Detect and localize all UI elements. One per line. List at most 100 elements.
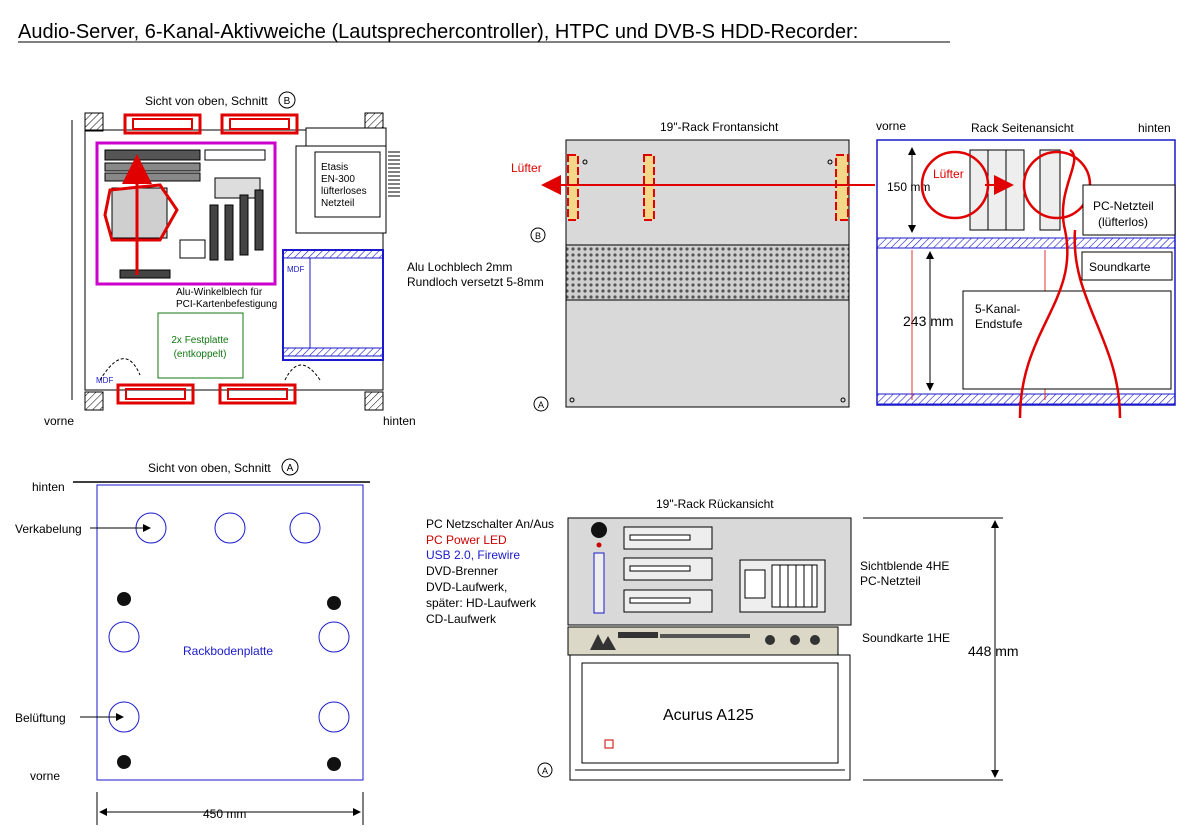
side-dim-top-label: 150 mm: [887, 180, 930, 194]
front-fan-mid: [643, 154, 655, 221]
front-panel-top: [565, 139, 850, 246]
rear-soundcard-logo: [590, 634, 616, 650]
foot-3: [117, 755, 131, 769]
side-psu-line2: (lüfterlos): [1098, 215, 1148, 229]
foot-1: [117, 592, 131, 606]
ventilation-label: Belüftung: [15, 711, 66, 725]
side-view-vorne: vorne: [876, 119, 906, 133]
rear-label-6: CD-Laufwerk: [426, 612, 497, 626]
rear-power-led: [596, 542, 602, 548]
top-view-a: Sicht von oben, Schnitt A hinten Rackbod…: [15, 458, 370, 825]
rear-drive-3-slot: [629, 597, 691, 604]
side-view: vorne Rack Seitenansicht hinten 150 mm 2…: [876, 119, 1176, 419]
psu-label-line1: Etasis: [321, 162, 348, 173]
rear-label-1: PC Power LED: [426, 533, 507, 547]
red-brackets: [116, 113, 299, 405]
rear-amp-panel: [581, 662, 839, 764]
front-panel-bottom: [565, 299, 850, 408]
height-label: 448 mm: [968, 643, 1019, 659]
side-shelf-top: [876, 237, 1176, 249]
psu-fins: [388, 151, 400, 197]
top-a-hinten: hinten: [32, 480, 65, 494]
rear-drive-1-slot: [629, 534, 691, 541]
rear-right-label-2: PC-Netzteil: [860, 574, 921, 588]
mainboard-details: [104, 149, 266, 279]
rear-power-switch: [591, 522, 607, 538]
side-amp-box: [962, 290, 1172, 390]
side-psu-line1: PC-Netzteil: [1093, 199, 1154, 213]
rear-right-label-1: Sichtblende 4HE: [860, 559, 949, 573]
rear-psu-grille: [771, 564, 818, 608]
mainboard-outline: [95, 141, 277, 286]
rear-usb-firewire: [593, 552, 605, 614]
hdd-box: [157, 312, 244, 379]
front-screw-4: [840, 397, 846, 403]
page-title: Audio-Server, 6-Kanal-Aktivweiche (Lauts…: [18, 21, 858, 43]
side-fan-label: Lüfter: [933, 167, 964, 181]
side-view-caption: Rack Seitenansicht: [971, 121, 1074, 135]
rear-marker-a-circle: [537, 762, 553, 778]
rear-soundcard-strip: [618, 632, 658, 638]
alu-note-line1: Alu Lochblech 2mm: [407, 260, 512, 274]
front-view-caption: 19"-Rack Frontansicht: [660, 120, 779, 134]
cable-hole-2: [214, 512, 246, 544]
side-shelf-bottom: [876, 393, 1176, 405]
vent-hole-1: [108, 621, 140, 653]
side-rack-outline: [876, 139, 1176, 406]
label-vorne-topb: vorne: [44, 414, 74, 428]
front-marker-b-circle: [530, 227, 546, 243]
front-marker-a: A: [538, 400, 544, 410]
top-view-a-caption: Sicht von oben, Schnitt: [148, 461, 271, 475]
side-card-2: [987, 149, 1007, 231]
foot-2: [327, 596, 341, 610]
hdd-label-line1: 2x Festplatte: [171, 335, 229, 346]
rack-base-plate-label: Rackbodenplatte: [183, 644, 273, 658]
vent-hole-2: [318, 621, 350, 653]
cable-curve-right: [284, 364, 321, 381]
front-marker-b: B: [535, 231, 541, 241]
side-airflow-curve-2: [1073, 229, 1122, 419]
top-view-b-caption: Sicht von oben, Schnitt: [145, 94, 268, 108]
mdf-label-left: MDF: [96, 376, 113, 385]
bracket-label-line1: Alu-Winkelblech für: [176, 287, 263, 298]
front-fan-left: [567, 154, 579, 221]
mdf-strip-bottom: [282, 347, 384, 357]
front-view: 19"-Rack Frontansicht Lüfter B A: [511, 120, 875, 412]
section-marker-b: B: [284, 96, 291, 107]
front-screw-2: [827, 159, 833, 165]
top-view-b: Sicht von oben, Schnitt B: [44, 91, 416, 428]
section-marker-b-circle: [278, 91, 296, 109]
rear-soundcard-knob-2: [790, 635, 800, 645]
rear-view-caption: 19"-Rack Rückansicht: [656, 497, 774, 511]
rear-marker-a: A: [542, 766, 548, 776]
rear-view: 19"-Rack Rückansicht PC Netzschalter An/…: [426, 497, 1019, 781]
side-soundcard-box: [1081, 251, 1173, 281]
corner-post-tl: [84, 112, 104, 132]
rear-amp-indicator: [604, 739, 614, 749]
vent-hole-4: [318, 701, 350, 733]
top-a-vorne: vorne: [30, 769, 60, 783]
front-screw-3: [569, 397, 575, 403]
rear-soundcard-knob-1: [765, 635, 775, 645]
front-fan-right: [835, 154, 849, 221]
front-marker-a-circle: [533, 396, 549, 412]
section-marker-a-circle: [281, 458, 299, 476]
psu-face: [314, 151, 381, 218]
bracket-label-line2: PCI-Kartenbefestigung: [176, 299, 277, 310]
mdf-label-right: MDF: [287, 265, 304, 274]
rear-label-5: später: HD-Laufwerk: [426, 596, 537, 610]
side-psu-box: [1082, 184, 1176, 236]
front-fan-label: Lüfter: [511, 161, 542, 175]
cable-curve-left: [99, 358, 141, 381]
side-amp-line2: Endstufe: [975, 317, 1023, 331]
rear-label-4: DVD-Laufwerk,: [426, 580, 507, 594]
rear-label-2: USB 2.0, Firewire: [426, 548, 520, 562]
mdf-strip-top: [282, 249, 384, 259]
psu-label-line2: EN-300: [321, 174, 355, 185]
rack-base-plate: [96, 484, 364, 781]
side-card-4: [1039, 149, 1061, 231]
cpu-socket: [111, 187, 168, 239]
section-marker-a: A: [287, 463, 294, 474]
side-view-hinten: hinten: [1138, 121, 1171, 135]
